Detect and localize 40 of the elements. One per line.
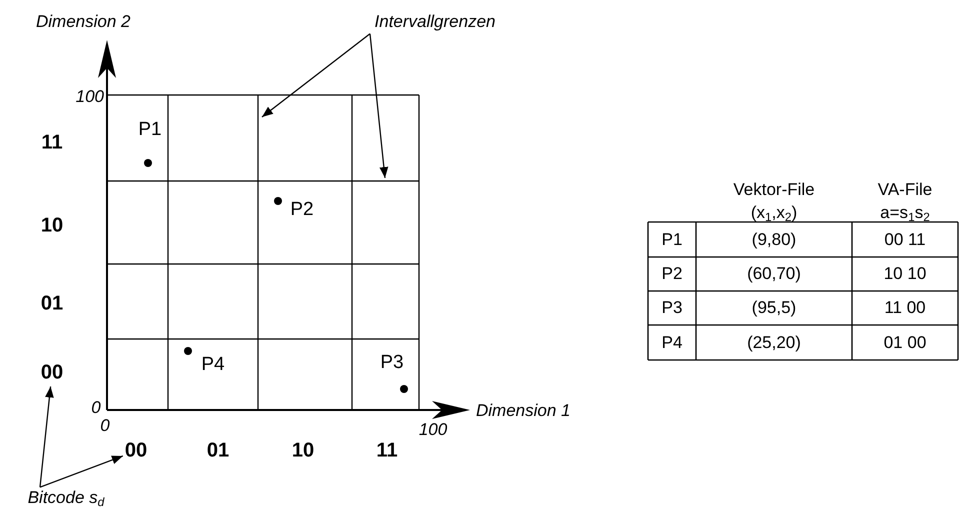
point-label: P2 <box>290 199 314 221</box>
point-label: P3 <box>380 352 404 374</box>
tick-label: 100 <box>418 420 448 440</box>
table-cell: 01 00 <box>884 333 926 353</box>
table-cell: (95,5) <box>752 298 796 318</box>
table-cell: 00 11 <box>884 230 926 250</box>
tick-label: 100 <box>76 87 104 107</box>
column-header: a=s$_{1}$s$_{2}$ <box>880 203 930 223</box>
axis-title: Dimension 2 <box>36 12 130 32</box>
bit-code-label: 00 <box>124 440 148 462</box>
point-label: P4 <box>201 354 225 376</box>
table-cell: (25,20) <box>747 333 801 353</box>
table-cell: P3 <box>662 298 682 318</box>
column-header: VA-File <box>878 180 932 200</box>
table-cell: P4 <box>662 333 682 353</box>
leader-line <box>262 33 370 118</box>
leader-line <box>369 34 388 178</box>
table-cell: P1 <box>662 230 682 250</box>
bit-code-label: 00 <box>40 362 64 384</box>
bit-code-label: 01 <box>206 440 230 462</box>
point-label: P1 <box>138 119 162 141</box>
table-cell: 11 00 <box>884 298 926 318</box>
table-cell: P2 <box>662 264 682 284</box>
table-cell: 10 10 <box>884 264 926 284</box>
column-header: (x$_{1}$,x$_{2}$) <box>750 203 798 223</box>
table-cell: (9,80) <box>752 230 796 250</box>
bit-code-label: 11 <box>376 440 398 462</box>
leader-line <box>39 386 54 488</box>
callout-label: Intervallgrenzen <box>374 12 496 32</box>
axis-title: Dimension 1 <box>476 401 570 421</box>
bit-code-label: 01 <box>40 292 64 316</box>
leader-line <box>40 455 124 488</box>
bit-code-label: 11 <box>41 132 63 154</box>
bit-code-label: 10 <box>40 214 64 238</box>
tick-label: 0 <box>91 398 101 418</box>
callout-label: Bitcode s$_{d}$ <box>28 488 104 508</box>
bit-code-label: 10 <box>292 440 314 462</box>
table-cell: (60,70) <box>747 264 801 284</box>
column-header: Vektor-File <box>733 180 815 200</box>
tick-label: 0 <box>100 416 110 436</box>
